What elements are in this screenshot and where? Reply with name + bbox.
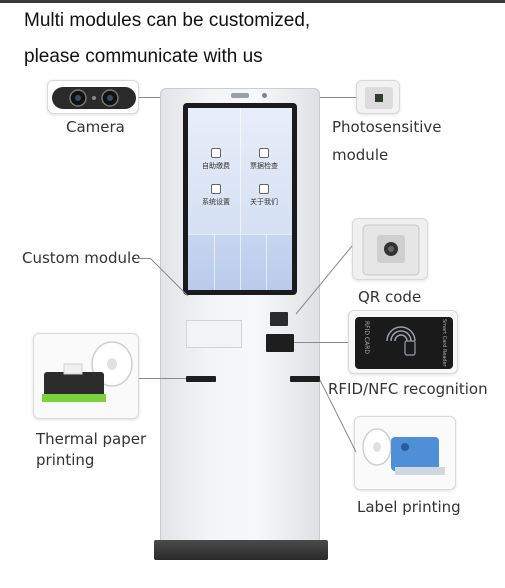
label-printer-image (354, 416, 456, 490)
screen-grid-v2 (214, 234, 215, 290)
qr-scanner-icon (362, 224, 420, 276)
custom-module-recess (186, 320, 242, 348)
tile-icon (211, 184, 221, 194)
rfid-vertical-text: RFID CARD (363, 321, 370, 354)
tile-label: 关于我们 (250, 198, 278, 206)
screen-grid-v3 (266, 234, 267, 290)
rfid-card-reader-icon (355, 317, 453, 369)
qr-leader (295, 245, 353, 315)
headline-line-1: Multi modules can be customized, (24, 10, 311, 31)
thermal-printer-slot (186, 376, 216, 382)
custom-leader-diag (149, 257, 189, 297)
thermal-printer-icon (42, 341, 133, 402)
photosensitive-leader (318, 97, 356, 98)
tile-icon (259, 148, 269, 158)
qr-scanner-window (270, 312, 288, 326)
top-bar (0, 0, 505, 3)
qr-code-label: QR code (358, 288, 422, 306)
custom-module-label: Custom module (22, 249, 141, 267)
kiosk-base (154, 540, 328, 560)
thermal-printer-image (33, 333, 139, 419)
screen-tile-3[interactable]: 系统设置 (194, 184, 238, 207)
thermal-label-2: printing (36, 451, 95, 469)
label-leader (319, 379, 357, 453)
photosensitive-label-2: module (332, 146, 389, 164)
thermal-label-1: Thermal paper (36, 430, 147, 448)
screen-tile-1[interactable]: 自助缴费 (194, 148, 238, 171)
custom-leader-h (136, 258, 150, 259)
rfid-side-text: Smart Card Reader (441, 319, 447, 367)
rfid-module-image: RFID CARD Smart Card Reader (348, 310, 458, 374)
rfid-leader (294, 342, 348, 343)
rfid-label: RFID/NFC recognition (328, 380, 488, 398)
kiosk-sensor-dot (262, 93, 267, 98)
tile-label: 系统设置 (202, 198, 230, 206)
camera-image (47, 80, 139, 114)
tile-icon (259, 184, 269, 194)
tile-icon (211, 148, 221, 158)
headline-line-2: please communicate with us (24, 46, 263, 67)
kiosk-camera-strip (231, 93, 249, 98)
photosensitive-image (356, 80, 400, 114)
tile-label: 票据检查 (250, 162, 278, 170)
screen-tile-4[interactable]: 关于我们 (242, 184, 286, 207)
label-printer-slot (290, 376, 320, 382)
label-printing-label: Label printing (357, 498, 461, 516)
screen-tile-2[interactable]: 票据检查 (242, 148, 286, 171)
photosensitive-label-1: Photosensitive (332, 118, 442, 136)
thermal-leader (139, 378, 186, 379)
camera-icon (52, 87, 136, 109)
camera-label: Camera (66, 118, 125, 136)
qr-module-image (352, 218, 428, 280)
sensor-icon (365, 87, 393, 109)
label-printer-icon (362, 428, 445, 475)
screen-grid-v (240, 108, 241, 290)
screen-grid-h (188, 234, 292, 235)
camera-leader (139, 97, 167, 98)
kiosk-screen[interactable]: 自助缴费 票据检查 系统设置 关于我们 (188, 108, 292, 290)
rfid-reader-panel (266, 334, 294, 352)
tile-label: 自助缴费 (202, 162, 230, 170)
